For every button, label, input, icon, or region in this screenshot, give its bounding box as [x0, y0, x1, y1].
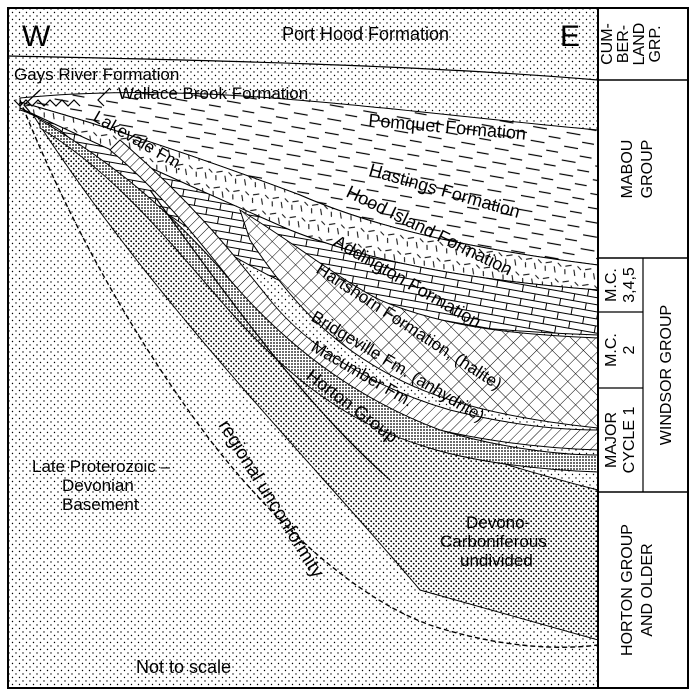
section-panel: W E Port Hood Formation Gays River Forma…	[7, 7, 599, 689]
devono-line-1: Devono-	[466, 513, 530, 532]
svg-text:CUM-: CUM-	[599, 23, 616, 65]
devono-line-3: undivided	[460, 551, 533, 570]
svg-text:CYCLE 1: CYCLE 1	[621, 407, 638, 474]
windsor-group-label: WINDSOR GROUP	[658, 305, 675, 445]
svg-text:M.C.: M.C.	[603, 333, 620, 367]
east-label: E	[560, 20, 580, 53]
gays-river-pointer	[23, 89, 41, 113]
mc345-label: M.C. 3,4,5	[603, 267, 638, 303]
svg-text:AND OLDER: AND OLDER	[639, 543, 656, 636]
devono-line-2: Carboniferous	[440, 532, 547, 551]
horton-older-label: HORTON GROUP AND OLDER	[619, 524, 656, 656]
basement-line-2: Devonian	[62, 476, 134, 495]
mabou-group-label: MABOU GROUP	[619, 140, 656, 199]
stratigraphic-column: CUM- BER- LAND GRP. MABOU GROUP M.C. 3,4…	[597, 7, 689, 689]
svg-text:3,4,5: 3,4,5	[621, 267, 638, 303]
svg-text:BER-: BER-	[615, 25, 632, 63]
svg-text:GROUP: GROUP	[639, 140, 656, 199]
wallace-brook-label: Wallace Brook Formation	[118, 84, 308, 103]
svg-text:GRP.: GRP.	[647, 25, 664, 62]
regional-unconformity-line	[19, 99, 599, 648]
svg-text:MAJOR: MAJOR	[603, 412, 620, 468]
basement-line-3: Basement	[62, 495, 139, 514]
port-hood-label: Port Hood Formation	[282, 24, 449, 44]
gays-river-label: Gays River Formation	[14, 65, 179, 84]
west-label: W	[22, 20, 51, 53]
svg-text:LAND: LAND	[631, 23, 648, 66]
cumberland-mabou-contact	[7, 55, 599, 81]
cumberland-group-label: CUM- BER- LAND GRP.	[599, 23, 664, 66]
svg-text:2: 2	[621, 345, 638, 354]
svg-text:HORTON GROUP: HORTON GROUP	[619, 524, 636, 656]
basement-line-1: Late Proterozoic –	[32, 457, 171, 476]
svg-text:MABOU: MABOU	[619, 140, 636, 199]
horton-group-line	[149, 189, 391, 481]
gays-river-band	[13, 99, 81, 107]
wallace-brook-pointer	[97, 87, 111, 107]
mc2-label: M.C. 2	[603, 333, 638, 367]
not-to-scale-label: Not to scale	[136, 657, 231, 677]
major-cycle-1-label: MAJOR CYCLE 1	[603, 407, 638, 474]
svg-text:M.C.: M.C.	[603, 268, 620, 302]
